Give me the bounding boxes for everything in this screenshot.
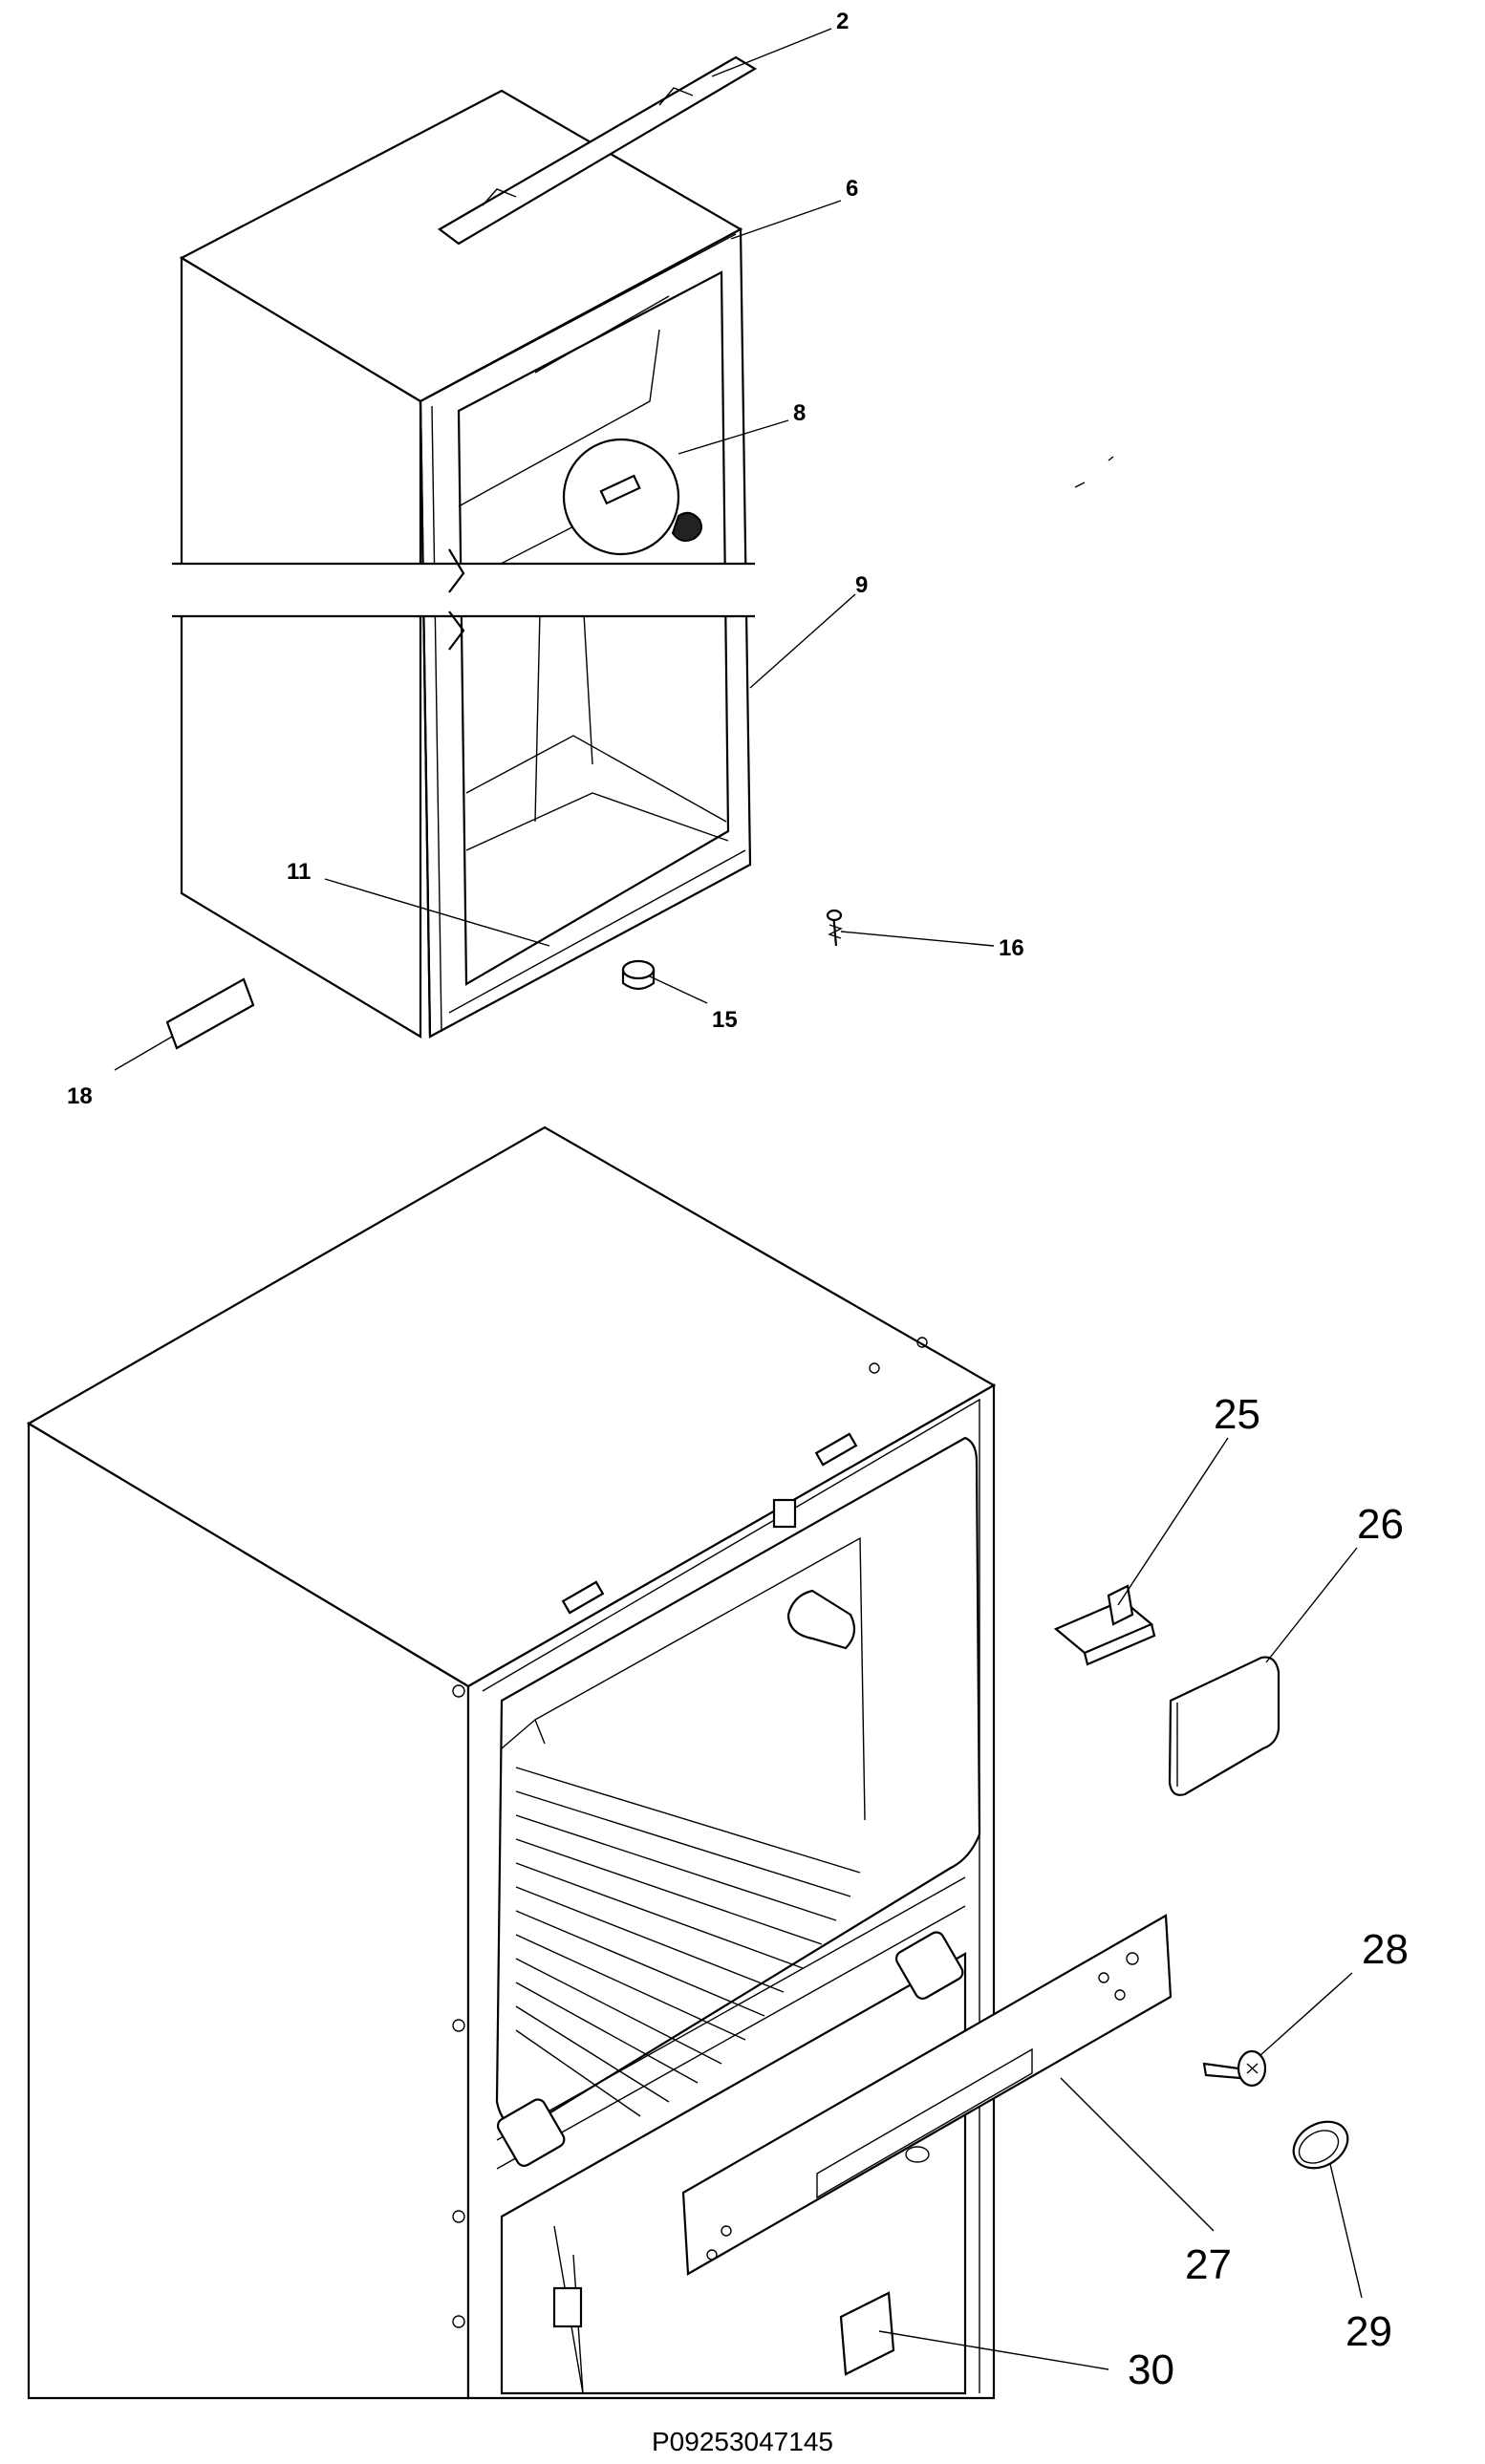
label-plate	[165, 977, 255, 1050]
upper-cabinet	[143, 55, 764, 1039]
plug-29	[1292, 2120, 1349, 2170]
callout-27: 27	[1185, 2241, 1232, 2288]
callout-25: 25	[1214, 1391, 1260, 1438]
drawing-code: P09253047145	[652, 2427, 833, 2456]
callout-29: 29	[1345, 2308, 1392, 2355]
callout-9: 9	[855, 572, 868, 598]
callout-15: 15	[712, 1007, 738, 1033]
callout-11: 11	[287, 859, 311, 885]
leader-lines	[114, 28, 1363, 2370]
callout-26: 26	[1357, 1501, 1404, 1548]
lower-cabinet	[26, 1125, 997, 2400]
upper-small-parts	[165, 456, 1114, 1050]
screw-28	[1202, 2049, 1267, 2088]
foot	[621, 959, 656, 980]
bracket-25	[1053, 1584, 1156, 1666]
callout-2: 2	[836, 9, 849, 34]
hinge-bracket	[438, 55, 758, 246]
callout-30: 30	[1128, 2346, 1174, 2393]
callout-28: 28	[1362, 1926, 1409, 1973]
callout-6: 6	[846, 176, 858, 202]
cover-30	[839, 2291, 895, 2376]
callout-16: 16	[999, 935, 1024, 961]
callout-labels: 2 6 8 9 11 15 16 18 25 26 27 28 29 30	[67, 9, 1409, 2393]
callout-18: 18	[67, 1083, 93, 1109]
screw-16	[826, 909, 843, 947]
trim-plate-27	[681, 1914, 1173, 2276]
callout-8: 8	[793, 400, 806, 426]
lower-small-parts	[681, 1584, 1349, 2376]
cap-26	[1168, 1656, 1281, 1796]
